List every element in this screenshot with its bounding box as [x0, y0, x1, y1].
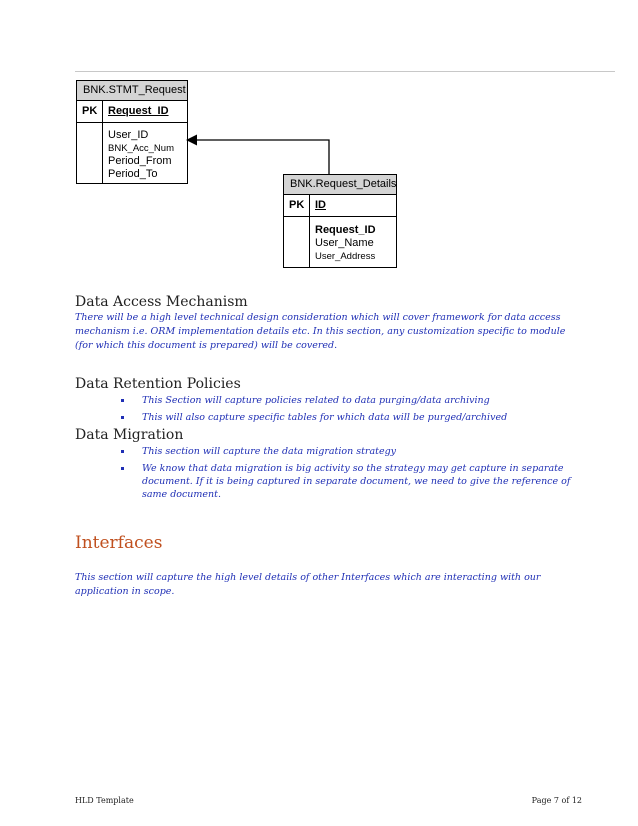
- list-item: This will also capture specific tables f…: [121, 411, 581, 424]
- footer-page-number: Page 7 of 12: [531, 796, 582, 805]
- pk-label: PK: [289, 199, 305, 211]
- entity-divider: [102, 101, 103, 183]
- list-item: This section will capture the data migra…: [121, 445, 581, 458]
- text-interfaces: This section will capture the high level…: [75, 572, 541, 597]
- header-rule: [75, 71, 615, 72]
- entity-field: BNK_Acc_Num: [108, 143, 174, 154]
- relationship-line: [196, 139, 330, 174]
- list-item: We know that data migration is big activ…: [121, 462, 581, 501]
- list-item: This Section will capture policies relat…: [121, 394, 581, 407]
- footer-doc-name: HLD Template: [75, 796, 134, 805]
- entity-field: User_Address: [315, 251, 376, 262]
- entity-field: Request_ID: [315, 224, 376, 236]
- bullet-icon: [121, 416, 124, 419]
- bullet-icon: [121, 467, 124, 470]
- entity-field: User_ID: [108, 129, 149, 141]
- pk-field: Request_ID: [108, 105, 169, 117]
- entity-divider: [309, 195, 310, 267]
- bullet-icon: [121, 450, 124, 453]
- entity-field: User_Name: [315, 237, 374, 249]
- entity-stmt-request: BNK.STMT_Request PK Request_ID User_ID B…: [76, 80, 188, 184]
- entity-fields: User_ID BNK_Acc_Num Period_From Period_T…: [108, 129, 174, 181]
- heading-data-access: Data Access Mechanism: [75, 294, 248, 310]
- entity-title: BNK.STMT_Request: [77, 81, 187, 101]
- entity-pk-row: PK Request_ID: [77, 101, 187, 123]
- entity-field: Period_To: [108, 168, 158, 180]
- entity-title: BNK.Request_Details: [284, 175, 396, 195]
- heading-interfaces: Interfaces: [75, 533, 163, 553]
- list-item-text: This section will capture the data migra…: [142, 446, 397, 457]
- heading-data-retention: Data Retention Policies: [75, 376, 241, 392]
- entity-pk-row: PK ID: [284, 195, 396, 217]
- list-data-retention: This Section will capture policies relat…: [121, 394, 581, 428]
- bullet-icon: [121, 399, 124, 402]
- entity-fields: Request_ID User_Name User_Address: [315, 224, 376, 263]
- text-data-access: There will be a high level technical des…: [75, 312, 566, 351]
- list-item-text: This will also capture specific tables f…: [142, 412, 508, 423]
- entity-request-details: BNK.Request_Details PK ID Request_ID Use…: [283, 174, 397, 268]
- pk-label: PK: [82, 105, 98, 117]
- list-data-migration: This section will capture the data migra…: [121, 445, 581, 505]
- heading-data-migration: Data Migration: [75, 427, 184, 443]
- list-item-text: This Section will capture policies relat…: [142, 395, 490, 406]
- entity-field: Period_From: [108, 155, 172, 167]
- pk-field: ID: [315, 199, 326, 211]
- list-item-text: We know that data migration is big activ…: [142, 463, 571, 500]
